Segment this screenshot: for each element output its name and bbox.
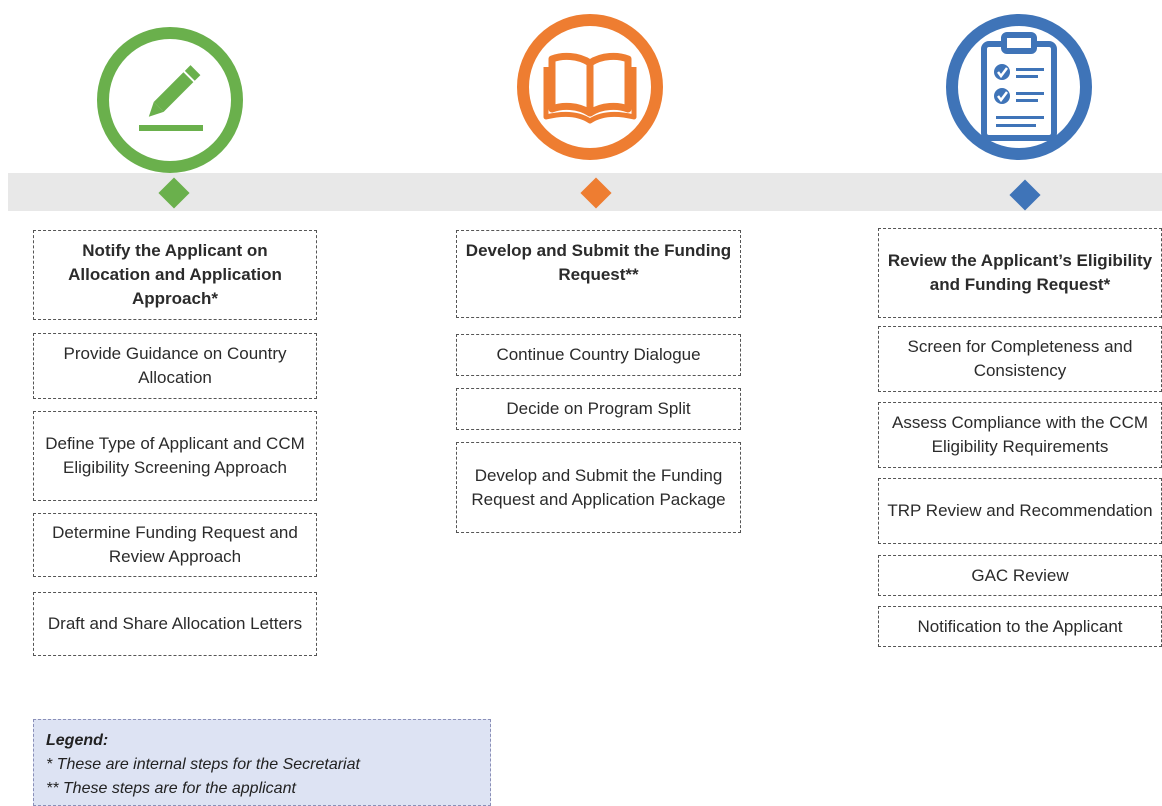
column-1-step-3: Determine Funding Request and Review App… xyxy=(33,513,317,577)
column-1-step-2: Define Type of Applicant and CCM Eligibi… xyxy=(33,411,317,501)
legend-line-applicant: ** These steps are for the applicant xyxy=(46,780,296,797)
clipboard-checklist-icon xyxy=(981,32,1057,141)
legend-line-internal: * These are internal steps for the Secre… xyxy=(46,756,360,773)
column-3-step-3: TRP Review and Recommendation xyxy=(878,478,1162,544)
book-icon-circle xyxy=(517,14,663,160)
legend-title: Legend: xyxy=(46,732,109,749)
column-3-step-4: GAC Review xyxy=(878,555,1162,596)
open-book-icon xyxy=(543,52,637,124)
column-2-step-1: Continue Country Dialogue xyxy=(456,334,741,376)
column-1-step-4: Draft and Share Allocation Letters xyxy=(33,592,317,656)
pencil-icon-circle xyxy=(97,27,243,173)
column-1-step-1: Provide Guidance on Country Allocation xyxy=(33,333,317,399)
column-3-header: Review the Applicant’s Eligibility and F… xyxy=(878,228,1162,318)
column-2-step-3: Develop and Submit the Funding Request a… xyxy=(456,442,741,533)
column-3-step-1: Screen for Completeness and Consistency xyxy=(878,326,1162,392)
clipboard-icon-circle xyxy=(946,14,1092,160)
column-1-header: Notify the Applicant on Allocation and A… xyxy=(33,230,317,320)
legend-box: Legend: * These are internal steps for t… xyxy=(33,719,491,806)
column-2-header: Develop and Submit the Funding Request** xyxy=(456,230,741,318)
column-3-step-5: Notification to the Applicant xyxy=(878,606,1162,647)
pencil-icon xyxy=(139,65,203,131)
column-3-step-2: Assess Compliance with the CCM Eligibili… xyxy=(878,402,1162,468)
column-2-step-2: Decide on Program Split xyxy=(456,388,741,430)
